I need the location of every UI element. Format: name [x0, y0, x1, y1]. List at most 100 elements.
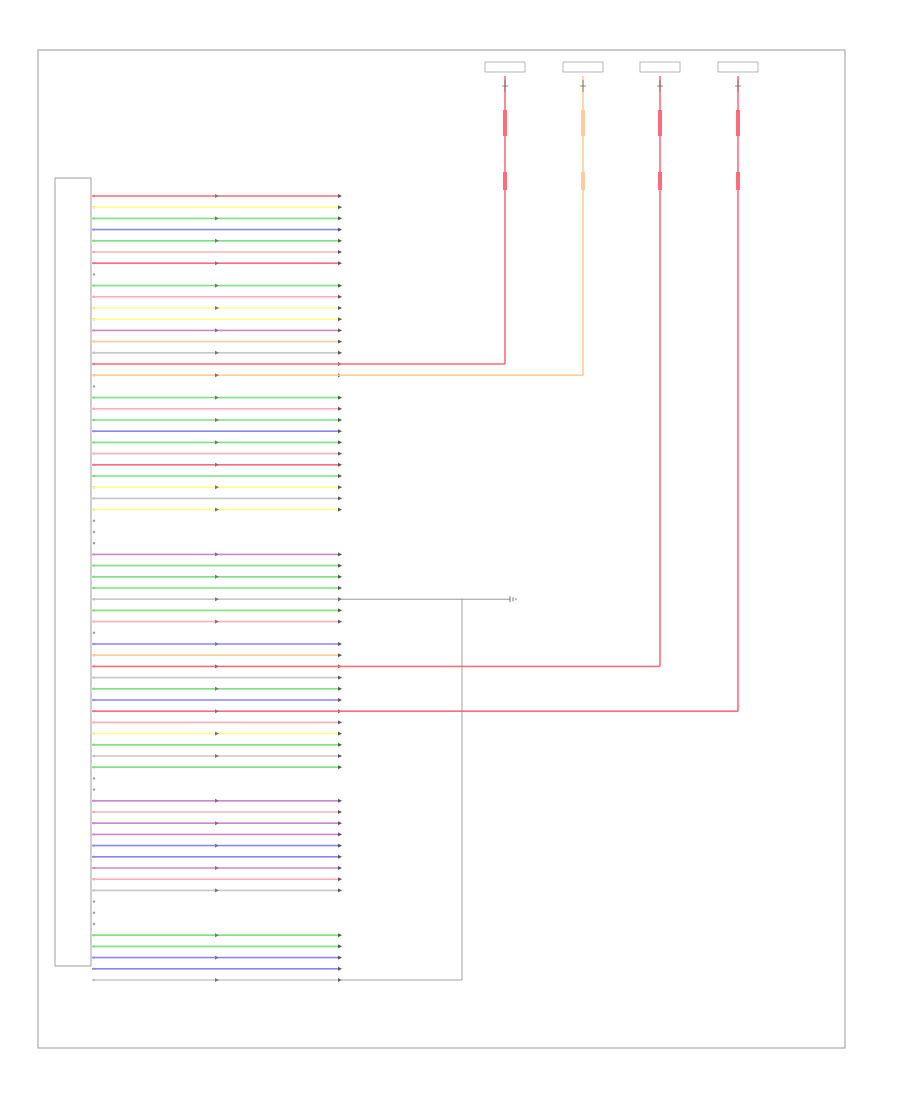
splice-arrow-icon: [215, 888, 219, 893]
splice-arrow-icon: [215, 821, 219, 826]
pin-marker: [92, 385, 96, 388]
connector-arrow-icon: [338, 586, 342, 590]
splice-arrow-icon: [215, 798, 219, 803]
fuse-icon: [657, 80, 663, 92]
splice-arrow-icon: [215, 306, 219, 310]
splice-arrow-icon: [215, 642, 219, 646]
splice-arrow-icon: [215, 754, 219, 758]
connector-arrow-icon: [338, 810, 342, 814]
connector-arrow-icon: [338, 866, 342, 870]
connector-arrow-icon: [338, 238, 342, 243]
connector-arrow-icon: [338, 877, 342, 882]
connector-arrow-icon: [338, 642, 342, 646]
ground-icon: [509, 596, 517, 603]
splice-arrow-icon: [215, 686, 219, 691]
fuse-icon: [502, 80, 508, 92]
splice-arrow-icon: [215, 194, 219, 198]
connector-arrow-icon: [338, 216, 342, 221]
splice-arrow-icon: [215, 261, 219, 266]
connector-arrow-icon: [338, 294, 342, 299]
connector-arrow-icon: [338, 317, 342, 322]
connector-arrow-icon: [338, 653, 342, 658]
connector-arrow-icon: [338, 283, 342, 288]
connector-arrow-icon: [338, 395, 342, 400]
fuse-box: [484, 61, 526, 73]
fuse-element: [581, 172, 585, 190]
connector-arrow-icon: [338, 451, 342, 456]
splice-arrow-icon: [215, 597, 219, 602]
fuse-element: [581, 110, 585, 136]
connector-arrow-icon: [338, 328, 342, 333]
connector-arrow-icon: [338, 675, 342, 680]
splice-arrow-icon: [215, 462, 219, 467]
fuse-box: [562, 61, 604, 73]
connector-arrow-icon: [338, 552, 342, 557]
connector-arrow-icon: [338, 754, 342, 758]
connector-arrow-icon: [338, 418, 342, 422]
connector-arrow-icon: [338, 485, 342, 490]
connector-arrow-icon: [338, 742, 342, 747]
splice-arrow-icon: [215, 619, 219, 624]
connector-arrow-icon: [338, 731, 342, 736]
pin-marker: [92, 519, 96, 522]
splice-arrow-icon: [215, 843, 219, 848]
splice-arrow-icon: [215, 955, 219, 960]
control-module-connector: [54, 177, 92, 967]
connector-arrow-icon: [338, 888, 342, 893]
connector-arrow-icon: [338, 339, 342, 344]
connector-arrow-icon: [338, 619, 342, 624]
splice-arrow-icon: [215, 373, 219, 378]
fuse-element: [658, 110, 662, 136]
pin-marker: [92, 777, 96, 780]
splice-arrow-icon: [215, 418, 219, 422]
ground-layer: [338, 596, 517, 981]
splice-arrow-icon: [215, 978, 219, 982]
connector-arrow-icon: [338, 843, 342, 848]
connector-arrow-icon: [338, 306, 342, 310]
splice-arrow-icon: [215, 664, 219, 669]
connector-arrow-icon: [338, 966, 342, 971]
connector-arrow-icon: [338, 194, 342, 198]
connector-arrow-icon: [338, 608, 342, 613]
splice-arrow-icon: [215, 933, 219, 938]
splice-arrow-icon: [215, 485, 219, 490]
connector-arrow-icon: [338, 832, 342, 837]
connector-arrow-icon: [338, 261, 342, 266]
connector-arrow-icon: [338, 955, 342, 960]
pin-marker: [92, 530, 96, 534]
connector-arrow-icon: [338, 496, 342, 501]
splice-arrow-icon: [215, 731, 219, 736]
splice-arrow-icon: [215, 866, 219, 870]
pin-marker: [92, 911, 96, 914]
fuse-box: [639, 61, 681, 73]
connector-arrow-icon: [338, 821, 342, 826]
fuse-element: [736, 172, 740, 190]
fuse-element: [736, 110, 740, 136]
connector-arrow-icon: [338, 440, 342, 445]
pin-marker: [92, 788, 96, 791]
splice-arrow-icon: [215, 283, 219, 288]
splice-arrow-icon: [215, 574, 219, 579]
connector-arrow-icon: [338, 474, 342, 478]
fuse-icon: [735, 80, 741, 92]
splice-arrow-icon: [215, 395, 219, 400]
connector-arrow-icon: [338, 686, 342, 691]
pin-marker: [92, 922, 96, 926]
connector-arrow-icon: [338, 429, 342, 434]
connector-arrow-icon: [338, 227, 342, 232]
diagram-frame: [37, 49, 846, 1049]
connector-arrow-icon: [338, 507, 342, 512]
fuse-element: [503, 172, 507, 190]
connector-arrow-icon: [338, 462, 342, 467]
connector-arrow-icon: [338, 205, 342, 210]
splice-arrow-icon: [215, 440, 219, 445]
connector-arrow-icon: [338, 798, 342, 803]
splice-arrow-icon: [215, 216, 219, 221]
splice-arrow-icon: [215, 552, 219, 557]
connector-arrow-icon: [338, 720, 342, 725]
splice-arrow-icon: [215, 350, 219, 355]
connector-arrow-icon: [338, 854, 342, 859]
pin-marker: [92, 900, 96, 903]
splice-arrow-icon: [215, 328, 219, 333]
